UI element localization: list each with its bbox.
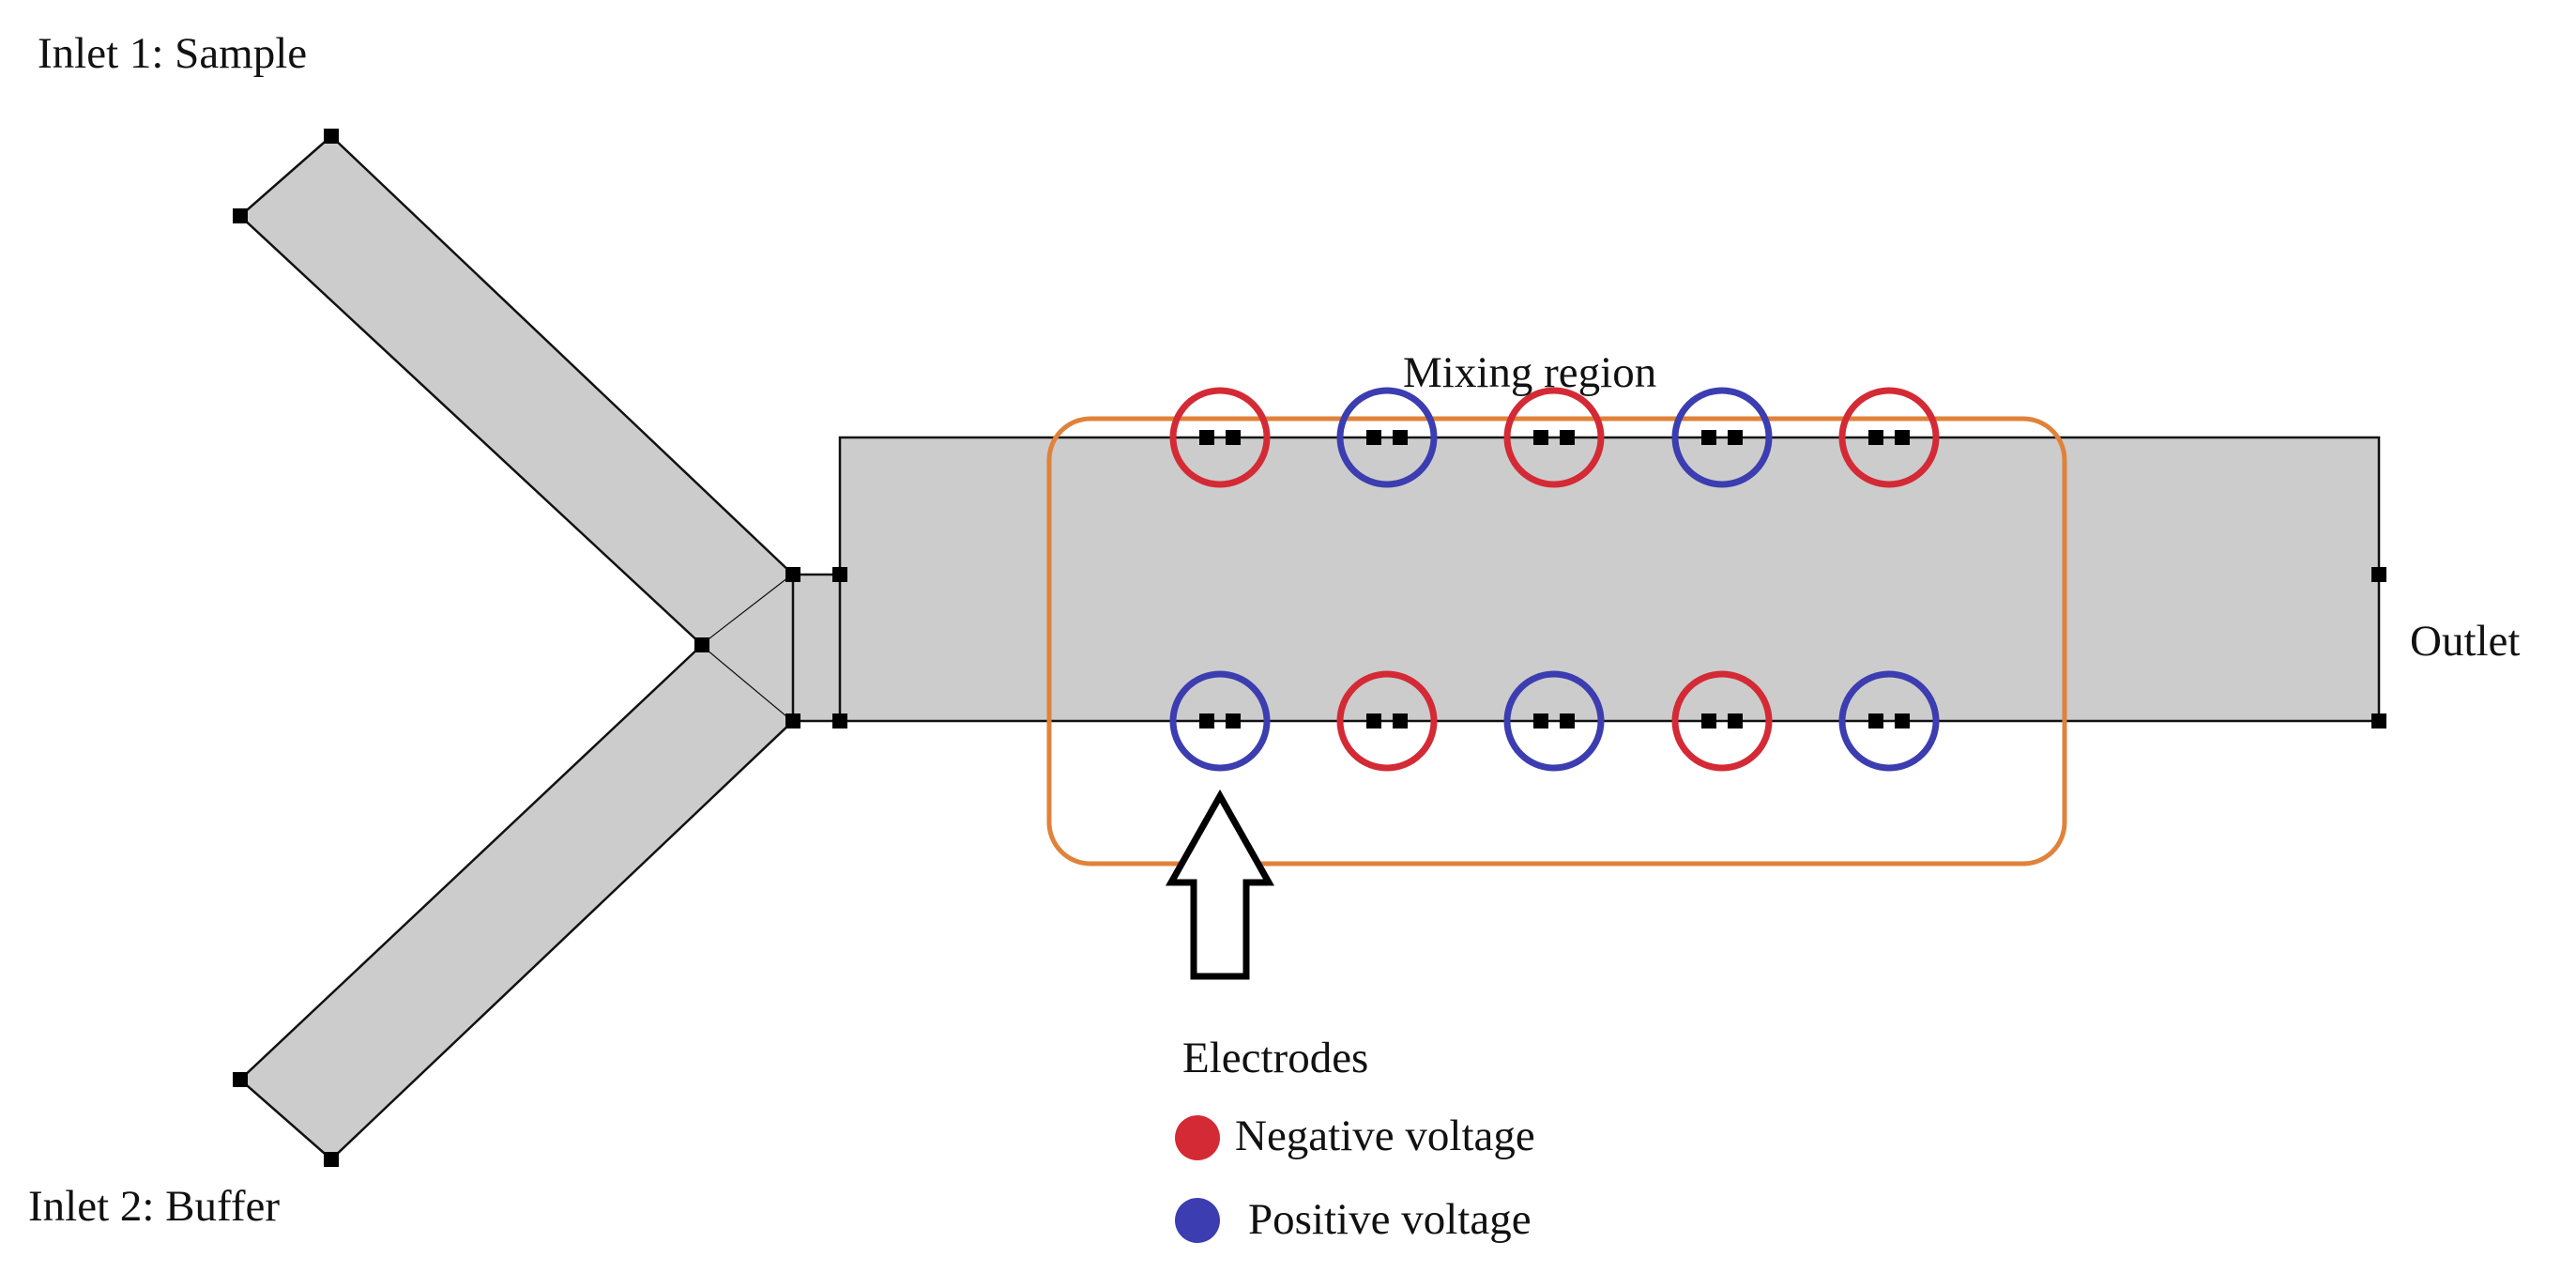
node-inlet2-bottom bbox=[324, 1152, 339, 1167]
legend-negative-label: Negative voltage bbox=[1235, 1112, 1535, 1160]
electrode-node bbox=[1393, 430, 1408, 445]
electrode-positive bbox=[1169, 670, 1271, 772]
electrode-node bbox=[1868, 713, 1883, 729]
inlet2-label: Inlet 2: Buffer bbox=[28, 1182, 280, 1231]
electrode-array bbox=[1169, 387, 1940, 772]
inlet2-channel-arm bbox=[238, 643, 795, 1161]
electrode-positive bbox=[1671, 387, 1773, 488]
node-inlet1-top bbox=[324, 129, 339, 144]
mixing-region-box bbox=[1046, 416, 2067, 867]
electrode-node bbox=[1560, 430, 1575, 445]
electrode-node bbox=[1701, 430, 1716, 445]
legend-positive-label: Positive voltage bbox=[1248, 1195, 1532, 1244]
node-inlet1-left bbox=[233, 208, 248, 223]
electrode-node bbox=[1199, 713, 1214, 729]
junction-area bbox=[702, 575, 840, 721]
electrode-node bbox=[1895, 430, 1910, 445]
electrode-pointer-arrow-icon bbox=[1166, 789, 1274, 980]
electrodes-label: Electrodes bbox=[1182, 1034, 1368, 1082]
node-inlet2-left bbox=[233, 1072, 248, 1087]
electrode-node bbox=[1728, 430, 1743, 445]
electrode-positive bbox=[1838, 670, 1940, 772]
electrode-node bbox=[1199, 430, 1214, 445]
electrode-positive bbox=[1336, 387, 1438, 488]
node-junction-top-b bbox=[832, 567, 847, 582]
inlet1-label: Inlet 1: Sample bbox=[38, 29, 307, 78]
electrode-node bbox=[1393, 713, 1408, 729]
electrode-node bbox=[1226, 713, 1241, 729]
inlet1-channel-arm bbox=[238, 134, 795, 647]
node-inner-corner bbox=[694, 637, 709, 652]
electrode-node bbox=[1226, 430, 1241, 445]
electrode-negative bbox=[1169, 387, 1271, 488]
channel-nodes bbox=[233, 129, 2386, 1167]
node-junction-bottom-a bbox=[785, 713, 800, 729]
electrode-negative bbox=[1838, 387, 1940, 488]
electrode-node bbox=[1895, 713, 1910, 729]
node-junction-top-a bbox=[785, 567, 800, 582]
outlet-label: Outlet bbox=[2410, 617, 2520, 666]
electrode-negative bbox=[1671, 670, 1773, 772]
legend-positive-swatch bbox=[1175, 1198, 1220, 1243]
electrode-node bbox=[1366, 430, 1381, 445]
electrode-node bbox=[1701, 713, 1716, 729]
node-outlet-bottom bbox=[2371, 713, 2386, 729]
node-junction-bottom-b bbox=[832, 713, 847, 729]
electrode-node bbox=[1560, 713, 1575, 729]
electrode-node bbox=[1728, 713, 1743, 729]
legend-negative-swatch bbox=[1175, 1115, 1220, 1160]
electrode-node bbox=[1366, 713, 1381, 729]
electrode-node bbox=[1533, 713, 1548, 729]
main-channel bbox=[838, 436, 2381, 723]
electrode-node bbox=[1868, 430, 1883, 445]
electrode-positive bbox=[1503, 670, 1605, 772]
node-outlet-top bbox=[2371, 567, 2386, 582]
electrode-negative bbox=[1503, 387, 1605, 488]
electrode-negative bbox=[1336, 670, 1438, 772]
electrode-node bbox=[1533, 430, 1548, 445]
mixing-region-label: Mixing region bbox=[1403, 348, 1656, 397]
